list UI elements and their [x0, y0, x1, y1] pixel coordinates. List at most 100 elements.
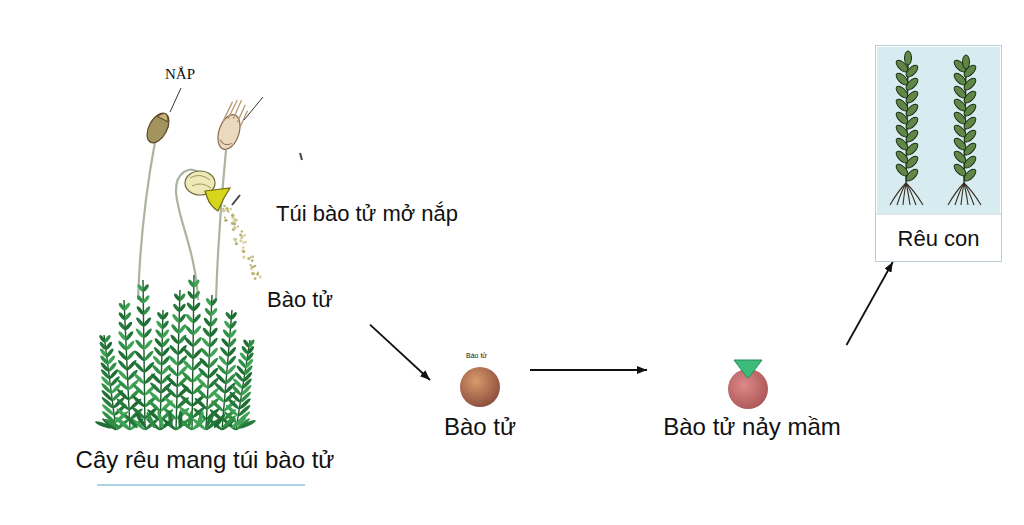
picture-ground — [877, 47, 1000, 213]
spore-dot — [227, 210, 229, 212]
moss-leaf — [163, 396, 178, 410]
moss-leaf — [145, 411, 156, 429]
moss-leaf — [142, 283, 150, 292]
spore-capsule — [214, 97, 250, 153]
moss-leaf — [167, 354, 179, 366]
young-leaf — [904, 76, 920, 92]
moss-leaf — [180, 382, 194, 395]
leader-line — [170, 88, 181, 112]
spore-dot — [233, 238, 236, 241]
seta — [216, 150, 226, 300]
moss-leaf — [123, 302, 131, 311]
edge-label: Bào tử — [266, 288, 334, 312]
moss-leaf — [182, 359, 194, 372]
moss-leaf — [196, 377, 209, 390]
moss-leaf — [142, 294, 151, 304]
moss-leaf — [161, 320, 170, 330]
spore-dot — [223, 209, 226, 212]
moss-leaf — [210, 297, 218, 306]
moss-leaf — [124, 321, 133, 331]
spore-dot — [236, 243, 238, 245]
spore-dot — [239, 234, 242, 237]
moss-leaf — [197, 367, 209, 380]
spore-dot — [254, 277, 257, 280]
falling-spores — [222, 205, 262, 280]
part-name: NẮP — [165, 66, 195, 83]
moss-leaf — [247, 339, 255, 348]
moss-leaf — [227, 346, 237, 357]
spore-dot — [239, 239, 242, 242]
spore-dot — [239, 234, 241, 236]
spore-dot — [237, 225, 239, 227]
moss-leaf — [117, 349, 128, 361]
rhizoid — [897, 183, 906, 205]
rhizoid — [906, 183, 916, 205]
moss-leaf — [178, 410, 183, 428]
flow-arrow — [530, 369, 647, 371]
spore-dot — [224, 217, 226, 219]
tiny-label: Bào tử — [466, 352, 487, 360]
moss-leaf — [132, 383, 146, 396]
moss-leaf — [142, 316, 152, 327]
rhizoid — [964, 183, 981, 205]
spore-dot — [242, 250, 245, 253]
stage-picture: Bào tử nảy mầm — [647, 345, 857, 445]
young-leaf — [963, 55, 970, 69]
moss-leaf — [132, 372, 145, 385]
stage-name: Bào tử — [444, 413, 516, 441]
spore-dot — [250, 267, 253, 270]
moss-leaf — [134, 350, 146, 362]
moss-leaf — [216, 364, 228, 376]
moss-leaf — [194, 397, 209, 411]
spore-dot — [252, 256, 254, 258]
spore-dot — [241, 249, 243, 251]
moss-leaf — [133, 361, 145, 374]
caption-underline — [97, 484, 305, 486]
moss-leaf — [192, 279, 200, 288]
moss-leaf — [134, 339, 145, 351]
moss-leaf — [208, 337, 218, 348]
spore-dot — [231, 217, 233, 219]
spore-dot — [242, 246, 245, 249]
moss-leaf — [199, 347, 210, 359]
moss-leaf — [164, 386, 178, 399]
seta — [138, 142, 155, 300]
rhizoid — [961, 183, 964, 205]
young-leaf — [904, 89, 920, 105]
tick-mark — [300, 153, 302, 160]
moss-leaf — [230, 416, 247, 429]
moss-leaf — [192, 336, 203, 348]
young-leaf — [962, 76, 978, 92]
stage-box: Rêu con — [875, 45, 1002, 262]
tick-mark — [232, 195, 240, 205]
rhizoid — [955, 183, 964, 205]
young-leaf — [904, 167, 920, 183]
moss-leaf — [183, 336, 194, 348]
moss-leaf — [116, 378, 129, 391]
spore-capsule — [185, 171, 230, 211]
moss-leaf — [117, 359, 129, 371]
moss-leaf — [142, 328, 152, 339]
spore-dot — [223, 205, 226, 208]
rhizoid — [948, 183, 964, 205]
flow-arrow — [370, 325, 430, 380]
moss-leaf — [218, 355, 229, 367]
spore-dot — [257, 272, 259, 274]
young-leaf — [904, 63, 920, 79]
spore-dot — [241, 230, 243, 232]
leader-line — [244, 97, 263, 120]
stage-name: Rêu con — [898, 226, 980, 251]
young-leaf — [962, 167, 978, 183]
moss-leaf — [143, 339, 154, 351]
spore-dot — [247, 257, 250, 260]
moss-leaf — [167, 410, 173, 428]
moss-leaf — [208, 347, 219, 359]
stage-name: Bào tử nảy mầm — [663, 413, 840, 441]
moss-leaf — [192, 313, 202, 324]
young-leaf — [962, 128, 978, 144]
moss-leaf — [226, 355, 237, 367]
spore-dot — [252, 272, 255, 275]
germ-bud — [734, 360, 762, 378]
